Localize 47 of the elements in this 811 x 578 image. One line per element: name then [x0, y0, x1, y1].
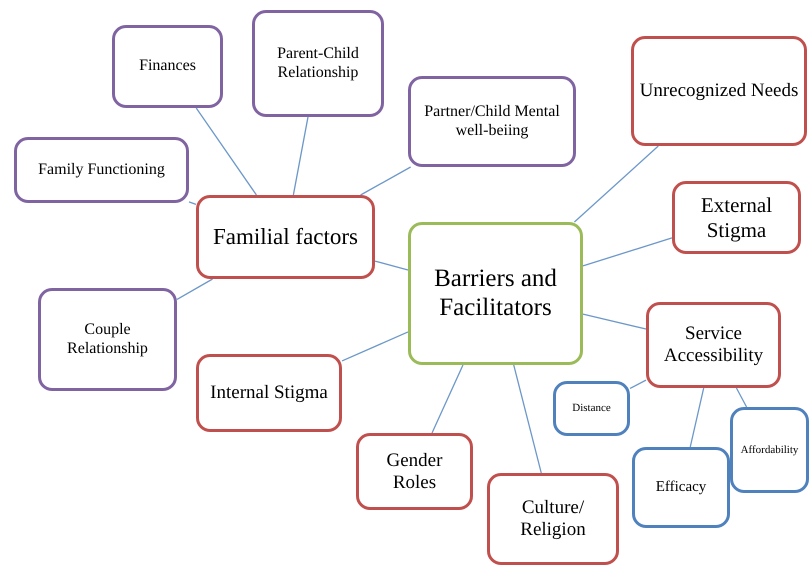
topic-label: Family Functioning — [38, 160, 165, 180]
topic-box — [672, 181, 801, 254]
connector-line — [176, 278, 213, 300]
topic-box — [196, 354, 342, 432]
topic-label: Finances — [139, 57, 196, 76]
connector-line — [582, 314, 646, 330]
topic-label: Internal Stigma — [210, 382, 328, 404]
topic-label: External Stigma — [700, 193, 774, 242]
topic-box — [631, 36, 807, 146]
topic-box — [112, 25, 223, 108]
connector-line — [431, 364, 464, 434]
topic-label: Partner/Child Mental well-beiing — [423, 103, 561, 140]
topic-label: Service Accessibility — [662, 323, 764, 367]
topic-label: Culture/ Religion — [519, 497, 587, 541]
topic-label: Unrecognized Needs — [640, 80, 798, 102]
connector-line — [342, 331, 408, 362]
connector-line — [582, 237, 672, 267]
topic-label: Gender Roles — [386, 450, 444, 494]
topic-label: Efficacy — [656, 478, 706, 496]
connector-line — [513, 364, 542, 474]
connector-line — [374, 260, 408, 271]
connector-line — [292, 116, 309, 196]
topic-box — [553, 381, 630, 436]
topic-box — [356, 433, 473, 510]
topic-box — [730, 407, 809, 493]
topic-label: Distance — [572, 402, 611, 415]
connector-line — [188, 201, 196, 206]
topic-box — [487, 473, 619, 565]
topic-box — [646, 302, 781, 388]
topic-box — [252, 10, 384, 117]
topic-label: Parent-Child Relationship — [276, 45, 360, 82]
topic-box — [38, 288, 177, 391]
topic-label: Barriers and Facilitators — [433, 264, 558, 322]
topic-box — [632, 447, 730, 528]
topic-label: Affordability — [740, 444, 798, 456]
connector-line — [360, 166, 411, 196]
connector-line — [574, 146, 659, 222]
topic-box — [196, 195, 375, 279]
topic-box — [14, 137, 189, 203]
connector-line — [630, 380, 646, 390]
topic-label: Couple Relationship — [66, 321, 149, 358]
connector-line — [690, 388, 704, 448]
connector-line — [196, 108, 257, 196]
topic-box — [408, 222, 583, 365]
topic-box — [408, 76, 576, 167]
connector-line — [736, 388, 748, 408]
topic-label: Familial factors — [213, 224, 358, 250]
